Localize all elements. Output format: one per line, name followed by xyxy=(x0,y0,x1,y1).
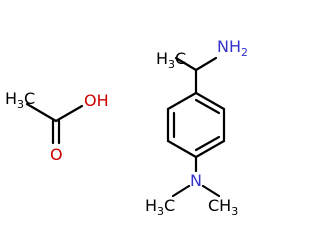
chemical-structure-diagram: H3C OH O H3C NH2 xyxy=(5,37,248,218)
acetic-hydroxyl-label: OH xyxy=(84,91,109,110)
n-left-methyl-bond xyxy=(171,184,191,198)
methyl-ch-bond xyxy=(174,56,198,72)
dimethylamino-n-label: N xyxy=(190,171,202,190)
ch-nh2-bond xyxy=(194,56,218,72)
ring-double-bond xyxy=(194,98,221,115)
right-n-methyl-label: CH3 xyxy=(208,196,238,218)
acetic-acid-molecule: H3C OH O xyxy=(5,89,109,164)
ring-double-bond xyxy=(194,135,221,152)
amino-group-label: NH2 xyxy=(217,37,248,59)
n-right-methyl-bond xyxy=(201,184,221,198)
benzene-ring xyxy=(166,91,226,159)
structure-canvas: H3C OH O H3C NH2 xyxy=(5,37,248,218)
amine-molecule: H3C NH2 N H3C CH3 xyxy=(145,37,248,218)
acetic-c-oh-bond xyxy=(54,104,84,123)
acetic-carbonyl-o-label: O xyxy=(50,145,63,164)
acetic-c-methyl-bond xyxy=(25,102,58,123)
left-n-methyl-label: H3C xyxy=(145,196,175,218)
side-methyl-label: H3C xyxy=(156,49,186,71)
acetic-methyl-label: H3C xyxy=(5,89,35,111)
